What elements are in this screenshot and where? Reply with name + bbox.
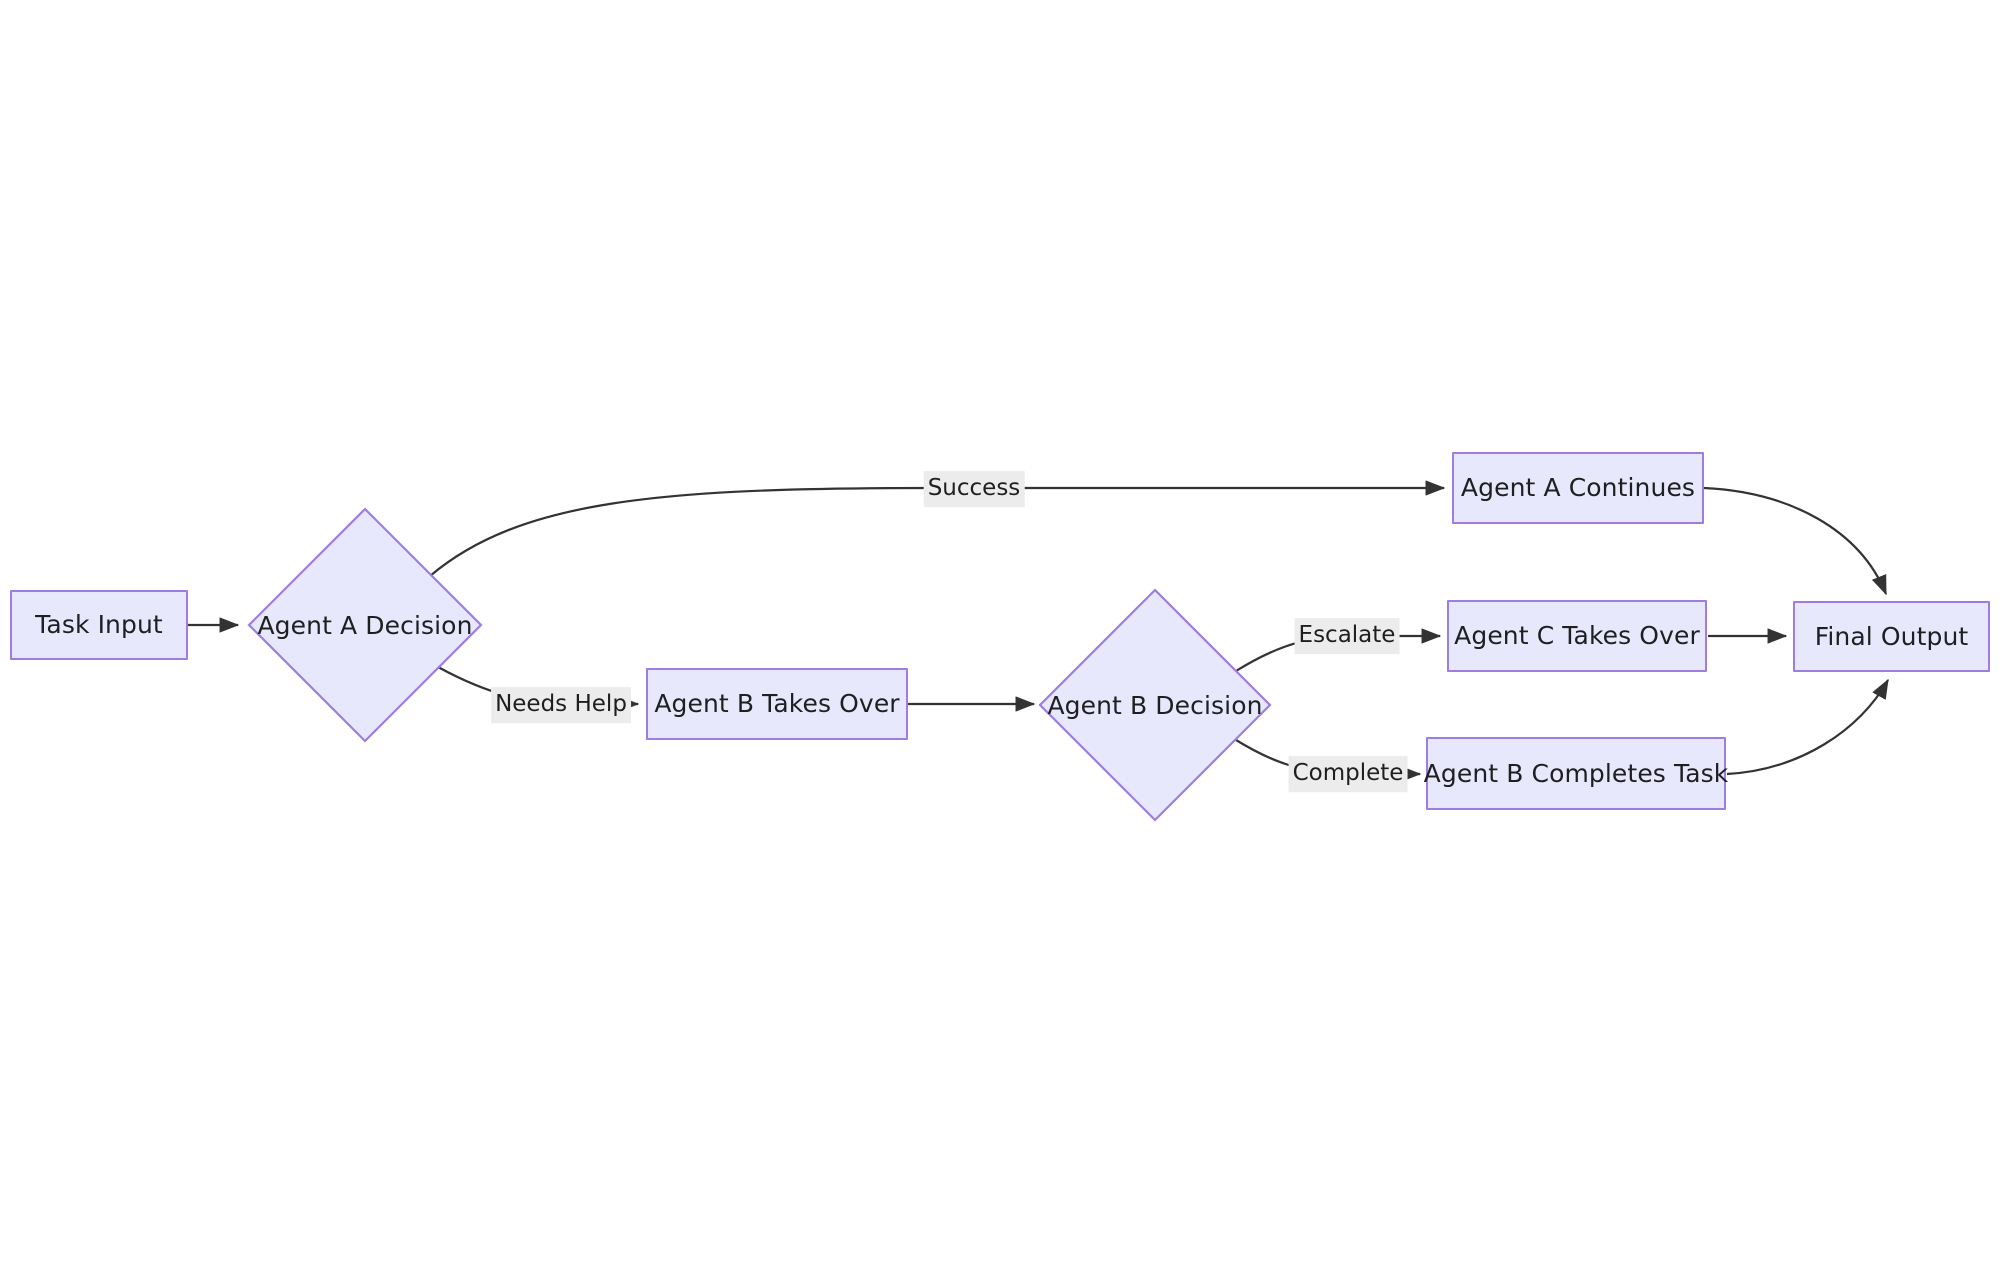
- edge-label-success-text: Success: [927, 475, 1021, 502]
- node-agent-b-decision-label: Agent B Decision: [1047, 690, 1263, 720]
- edge-label-escalate-text: Escalate: [1298, 622, 1396, 649]
- node-agent-a-decision-label: Agent A Decision: [257, 610, 473, 640]
- node-agent-c-takes-over-label: Agent C Takes Over: [1454, 621, 1700, 650]
- edge-agent-a-decision-to-agent-a-continues: [429, 480, 1446, 577]
- node-final-output-label: Final Output: [1814, 621, 1969, 651]
- node-agent-b-completes-task[interactable]: Agent B Completes Task: [1423, 737, 1729, 810]
- node-final-output[interactable]: Final Output: [1793, 601, 1990, 672]
- edge-label-success: Success: [923, 471, 1025, 507]
- node-agent-c-takes-over[interactable]: Agent C Takes Over: [1447, 600, 1707, 672]
- edge-label-needs-help: Needs Help: [491, 687, 631, 723]
- edge-label-escalate: Escalate: [1294, 618, 1400, 654]
- diamond-shape-icon: [247, 507, 483, 743]
- node-agent-b-takes-over-label: Agent B Takes Over: [654, 689, 900, 718]
- node-agent-b-completes-task-label: Agent B Completes Task: [1423, 758, 1729, 788]
- node-task-input[interactable]: Task Input: [10, 590, 188, 660]
- node-agent-a-continues-label: Agent A Continues: [1460, 473, 1696, 502]
- node-task-input-label: Task Input: [35, 610, 163, 639]
- edge-agent-a-continues-to-final-output: [1703, 486, 1888, 596]
- node-agent-a-continues[interactable]: Agent A Continues: [1452, 452, 1704, 524]
- edge-label-needs-help-text: Needs Help: [495, 691, 627, 718]
- edge-agent-b-completes-task-to-final-output: [1726, 678, 1889, 776]
- edge-label-complete: Complete: [1288, 756, 1408, 792]
- edge-label-complete-text: Complete: [1292, 760, 1404, 787]
- node-agent-b-takes-over[interactable]: Agent B Takes Over: [646, 668, 908, 740]
- diamond-shape-icon: [1038, 588, 1272, 822]
- node-agent-a-decision[interactable]: Agent A Decision: [247, 507, 483, 743]
- node-agent-b-decision[interactable]: Agent B Decision: [1038, 588, 1272, 822]
